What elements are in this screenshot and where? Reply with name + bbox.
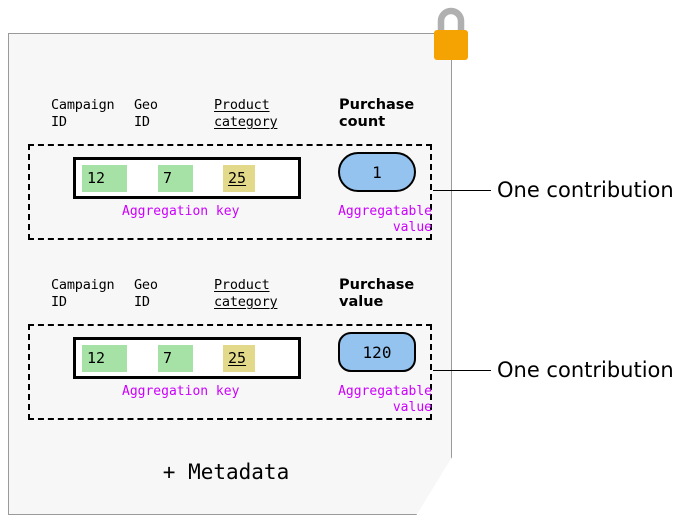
key-cell-campaign-id: 12 (82, 164, 127, 192)
aggregation-key-box-1: 12 7 25 (73, 157, 301, 199)
callout-leader-line-2 (433, 370, 491, 371)
callout-label-1: One contribution (497, 178, 674, 202)
key-cell-product-category: 25 (223, 344, 255, 372)
header-product-category: Product category (214, 97, 278, 130)
header-campaign-id: Campaign ID (51, 277, 115, 310)
contribution-boundary-2 (28, 324, 432, 420)
aggregatable-value-caption-2: Aggregatable value (338, 384, 432, 415)
contribution-boundary-1 (28, 144, 432, 240)
lock-icon (425, 4, 477, 72)
key-cell-geo-id: 7 (158, 344, 193, 372)
metadata-label: + Metadata (162, 460, 290, 484)
contribution-block-1: Campaign ID Geo ID Product category Purc… (28, 96, 440, 240)
contribution-block-2: Campaign ID Geo ID Product category Purc… (28, 276, 440, 420)
aggregation-key-caption-1: Aggregation key (122, 204, 240, 219)
key-cell-product-category: 25 (223, 164, 255, 192)
aggregatable-value-pill-1: 1 (338, 152, 416, 192)
encrypted-report-card (8, 33, 452, 515)
aggregatable-value-caption-1: Aggregatable value (338, 204, 432, 235)
callout-label-2: One contribution (497, 358, 674, 382)
header-geo-id: Geo ID (134, 97, 158, 130)
key-cell-campaign-id: 12 (82, 344, 127, 372)
aggregation-key-caption-2: Aggregation key (122, 384, 240, 399)
aggregatable-value-pill-2: 120 (338, 332, 416, 372)
column-headers: Campaign ID Geo ID Product category Purc… (44, 276, 440, 324)
header-geo-id: Geo ID (134, 277, 158, 310)
header-purchase-value: Purchase value (339, 277, 415, 310)
aggregation-key-box-2: 12 7 25 (73, 337, 301, 379)
header-purchase-count: Purchase count (339, 97, 415, 130)
key-cell-geo-id: 7 (158, 164, 193, 192)
header-product-category: Product category (214, 277, 278, 310)
column-headers: Campaign ID Geo ID Product category Purc… (44, 96, 440, 144)
callout-leader-line-1 (433, 190, 491, 191)
header-campaign-id: Campaign ID (51, 97, 115, 130)
